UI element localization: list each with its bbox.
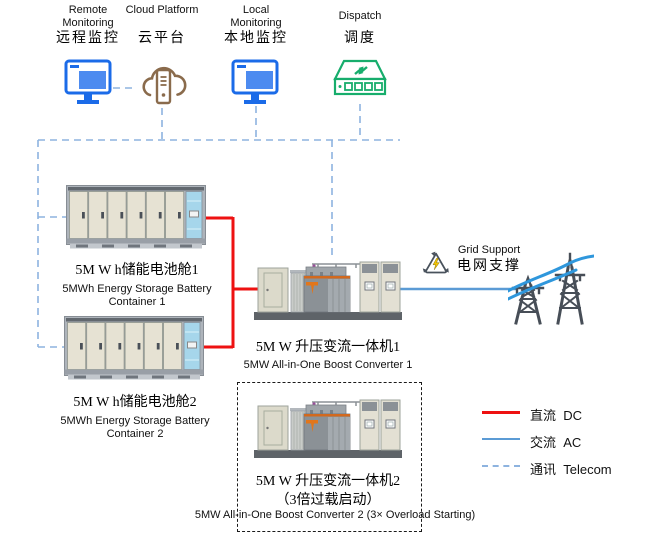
dispatch-label-en: Dispatch	[338, 10, 382, 22]
battery-2-label-en2: Container 2	[106, 428, 164, 440]
battery-1-label-en1: 5MWh Energy Storage Battery	[62, 283, 212, 295]
battery-2-label-zh: 5M W h储能电池舱2	[73, 395, 197, 410]
legend-dc-line	[482, 411, 520, 414]
cloud-platform-label-en: Cloud Platform	[125, 4, 199, 16]
dispatch-label-zh: 调度	[344, 31, 376, 46]
legend-ac-line	[482, 438, 520, 440]
remote-monitoring-label-zh: 远程监控	[56, 31, 120, 46]
local-monitoring-label-en: Local Monitoring	[230, 4, 282, 29]
boost-converter-1-graphic	[254, 261, 402, 320]
network-switch-icon	[333, 59, 387, 96]
remote-monitoring-label-en: Remote Monitoring	[62, 4, 114, 29]
converter-2-label-en: 5MW All-in-One Boost Converter 2 (3× Ove…	[194, 509, 476, 521]
switch-arrows	[354, 66, 368, 75]
backup-converter-dashed-box	[237, 382, 422, 532]
legend-dc-label: 直流 DC	[530, 408, 583, 423]
grid-support-label-en: Grid Support	[457, 244, 521, 256]
legend-telecom-label: 通讯 Telecom	[530, 462, 612, 477]
grid-support-label-zh: 电网支撑	[457, 259, 521, 274]
boost-converter-2-graphic	[254, 399, 402, 458]
container-doors	[69, 191, 185, 239]
converter-1-label-zh: 5M W 升压变流一体机1	[255, 340, 401, 355]
transmission-towers-icon	[508, 252, 594, 325]
telecom-lines	[37, 87, 400, 348]
legend-ac-label: 交流 AC	[530, 435, 582, 450]
power-wires	[508, 254, 594, 301]
battery-1-label-zh: 5M W h储能电池舱1	[75, 263, 199, 278]
recycle-energy-icon	[422, 251, 449, 274]
dc-lines	[202, 216, 258, 349]
monitor-icon	[64, 59, 112, 104]
battery-container-2-graphic	[64, 316, 204, 380]
cloud-platform-label-zh: 云平台	[138, 31, 186, 46]
converter-2-label-zh-note: （3倍过载启动）	[275, 493, 381, 508]
converter-2-label-zh: 5M W 升压变流一体机2	[255, 474, 401, 489]
container-doors	[67, 322, 183, 370]
converter-1-label-en: 5MW All-in-One Boost Converter 1	[243, 359, 413, 371]
battery-1-label-en2: Container 1	[108, 296, 166, 308]
cloud-server-icon	[142, 66, 187, 105]
battery-2-label-en1: 5MWh Energy Storage Battery	[60, 415, 210, 427]
monitor-icon	[231, 59, 279, 104]
local-monitoring-label-zh: 本地监控	[224, 31, 288, 46]
legend-telecom-line	[482, 465, 520, 467]
battery-container-1-graphic	[66, 185, 206, 249]
